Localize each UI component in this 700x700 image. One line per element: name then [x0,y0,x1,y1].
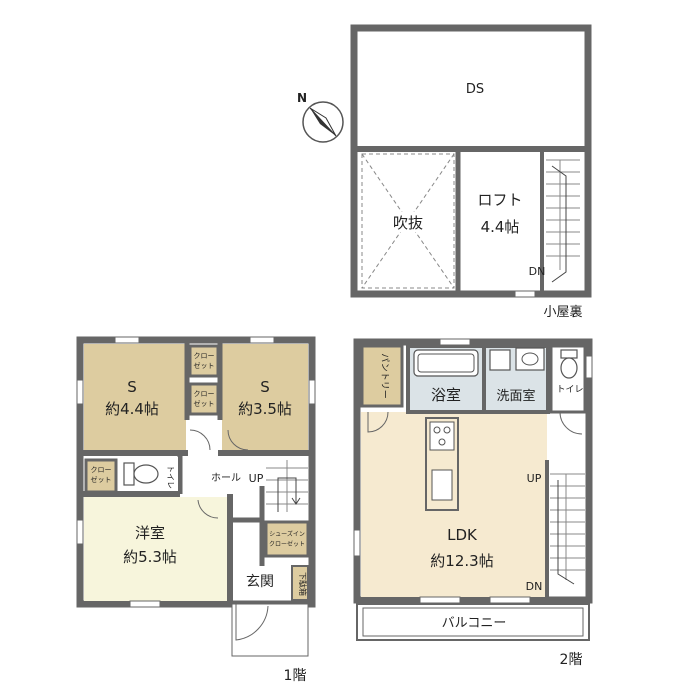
s-room-2-size: 約3.5帖 [238,400,292,418]
attic-caption: 小屋裏 [543,305,582,320]
f1-caption: 1階 [284,668,307,684]
balcony-label: バルコニー [442,616,507,631]
s-room-2-name: S [260,378,270,396]
compass-n-label: N [297,91,307,105]
toilet-icon [560,349,578,379]
void-area [361,153,455,289]
kitchen-sink-icon [431,469,453,501]
bathtub-icon [413,349,479,377]
first-floor: S 約4.4帖 S 約3.5帖 クロー ゼット クロー ゼット クロー ゼット … [76,336,316,684]
attic-window [514,290,536,298]
door-arc [227,429,249,451]
closet-c-label-2: ゼット [91,475,112,484]
western-room [84,497,227,601]
stove-icon [429,421,455,451]
window [353,529,361,557]
window [585,355,593,379]
sink-icon [515,347,545,371]
shoe-closet-label-1: シューズイン [269,530,305,538]
western-room-name: 洋室 [135,524,165,542]
washroom-label: 洗面室 [496,388,535,404]
hall-label: ホール [211,472,241,484]
closet-b-label-1: クロー [194,390,215,398]
closet-b [188,382,220,416]
f2-stair-dn: DN [526,580,543,593]
ds-label: DS [466,82,484,97]
shoe-in-closet [264,520,310,558]
ldk-size: 約12.3帖 [430,552,493,570]
second-floor: パントリー 浴室 洗面室 トイレ LDK 約12.3帖 UP DN バルコニー … [353,338,593,668]
western-room-size: 約5.3帖 [123,548,177,566]
window [419,596,461,604]
attic-floor: DS 吹抜 ロフト 4.4帖 DN 小屋裏 [350,24,592,320]
loft-name: ロフト [477,191,522,209]
s-room-1-size: 約4.4帖 [105,400,159,418]
shoe-closet-label-2: クローゼット [269,540,305,548]
pantry-label: パントリー [379,353,390,398]
window [308,379,316,405]
pantry [360,344,404,408]
ds-room [360,34,582,146]
closet-a [188,344,220,378]
closet-c-label-1: クロー [91,466,112,474]
f2-stair-up: UP [527,472,542,485]
f2-caption: 2階 [560,652,583,668]
window [129,600,161,608]
shoebox [291,565,309,601]
f1-stair-up: UP [249,472,264,485]
door-arc [559,411,583,435]
shoebox-label: 下駄箱 [298,572,308,596]
attic-staircase [546,153,580,288]
window [489,596,531,604]
s-room-1-name: S [127,378,137,396]
closet-a-label-2: ゼット [194,361,215,370]
balcony-inner [362,607,584,637]
entrance-label: 玄関 [246,573,274,590]
s-room-2 [222,344,308,450]
entrance-door [235,604,269,641]
f2-staircase [545,460,585,597]
door-arc [197,499,219,519]
bath-label: 浴室 [431,386,461,404]
window [249,336,275,344]
attic-stair-dn: DN [529,265,546,278]
window [76,379,84,405]
f1-toilet-label: トイレ [166,465,175,489]
window [76,519,84,545]
washer-icon [489,349,511,371]
s-room-1 [84,344,186,450]
void-label: 吹抜 [393,214,423,232]
window [114,336,140,344]
f2-toilet-label: トイレ [556,385,583,395]
door-arc [189,429,211,451]
toilet-icon [123,462,159,486]
ldk-name: LDK [447,526,478,544]
entrance-porch [231,603,309,657]
closet-b-label-2: ゼット [194,399,215,408]
door-arc [367,411,389,433]
loft-size: 4.4帖 [481,218,520,236]
closet-c [84,458,118,494]
north-arrow-icon: N [297,91,344,143]
window [439,338,471,346]
f1-staircase [266,458,308,520]
closet-a-label-1: クロー [194,352,215,360]
